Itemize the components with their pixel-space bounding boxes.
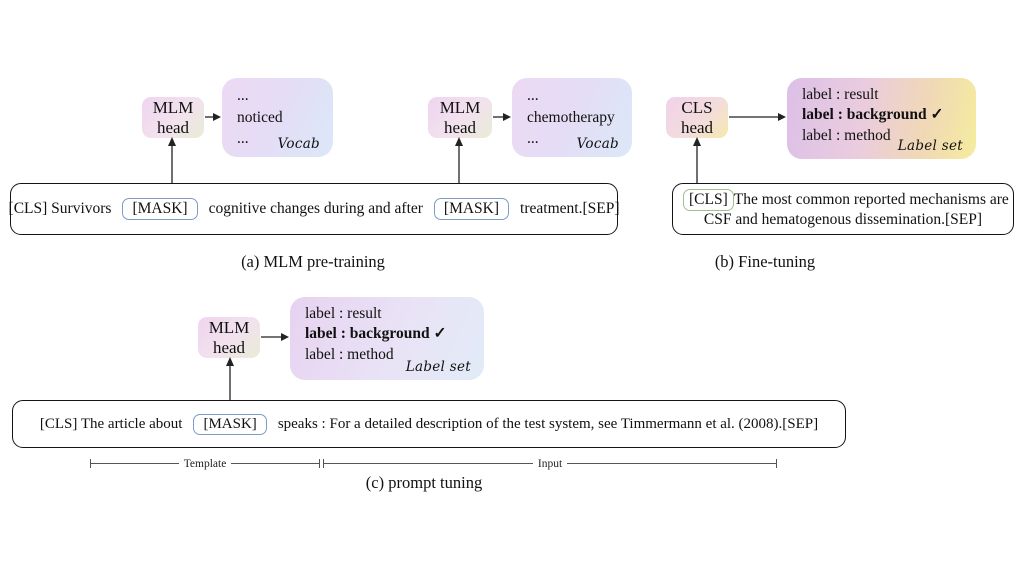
input-bracket: Input (323, 457, 777, 470)
sentence-b-content: [CLS] The most common reported mechanism… (673, 186, 1013, 232)
sentence-a-seg3: treatment.[SEP] (520, 200, 620, 217)
cls-head-line2: head (680, 117, 714, 137)
cls-head-box: CLS head (666, 97, 728, 138)
template-bracket-label: Template (178, 457, 232, 470)
caption-panel-a: (a) MLM pre-training (241, 252, 385, 271)
mlm-head-a1-line1: MLM (152, 98, 194, 118)
vocab1-ellipsis-top: ... (237, 87, 249, 104)
sentence-box-b: [CLS] The most common reported mechanism… (672, 183, 1014, 235)
vocab1-tag: Vocab (277, 136, 320, 153)
arrow-mask2-to-mlm-head-a2 (455, 137, 463, 183)
labelset-b-item2: label : background ✓ (802, 106, 944, 124)
labelset-c-item2: label : background ✓ (305, 325, 447, 343)
vocab2-word: chemotherapy (527, 108, 615, 126)
mlm-head-c-line2: head (212, 337, 246, 357)
label-set-box-b: label : result label : background ✓ labe… (787, 78, 976, 159)
labelset-b-item3: label : method (802, 126, 891, 144)
arrow-mlm-head-a2-to-vocab2 (493, 113, 511, 121)
mlm-head-box-a1: MLM head (142, 97, 204, 138)
caption-panel-c: (c) prompt tuning (365, 473, 483, 492)
sentence-box-a: [CLS] Survivors [MASK] cognitive changes… (8, 183, 620, 235)
mlm-head-a1-line2: head (156, 117, 190, 137)
mlm-head-a2-line2: head (443, 117, 477, 137)
labelset-b-item1: label : result (802, 86, 879, 103)
label-set-box-c: label : result label : background ✓ labe… (290, 297, 484, 380)
vocab2-ellipsis-bottom: ... (527, 130, 539, 148)
vocab-box-1: ... noticed ... Vocab (222, 78, 333, 157)
labelset-c-tag: Label set (405, 359, 471, 376)
cls-head-line1: CLS (681, 98, 713, 118)
labelset-c-item3: label : method (305, 345, 394, 363)
mask-token-c: [MASK] (193, 413, 267, 435)
mlm-head-box-a2: MLM head (428, 97, 492, 138)
labelset-c-item1: label : result (305, 305, 382, 322)
cls-token-b: [CLS] (683, 189, 734, 211)
labelset-b-tag: Label set (897, 138, 963, 155)
arrow-cls-head-to-labelset-b (729, 113, 786, 121)
mlm-head-box-c: MLM head (198, 317, 260, 358)
sentence-a-seg1: [CLS] Survivors (8, 200, 112, 217)
mlm-head-c-line1: MLM (208, 318, 250, 338)
sentence-box-c: [CLS] The article about [MASK] speaks : … (12, 400, 846, 448)
mask-token-a2: [MASK] (433, 198, 510, 220)
arrow-mask1-to-mlm-head-a1 (168, 137, 176, 183)
sentence-c-seg1: [CLS] The article about (39, 415, 183, 432)
caption-panel-b: (b) Fine-tuning (714, 252, 816, 271)
arrow-mlm-head-a1-to-vocab1 (205, 113, 221, 121)
arrow-cls-token-to-cls-head (693, 137, 701, 183)
vocab1-word: noticed (237, 108, 283, 126)
vocab2-ellipsis-top: ... (527, 87, 539, 104)
mask-token-a1: [MASK] (122, 198, 198, 220)
template-bracket: Template (90, 457, 320, 470)
sentence-b-line2: CSF and hematogenous dissemination.[SEP] (703, 211, 983, 228)
arrow-mlm-head-c-to-labelset-c (261, 333, 289, 341)
input-bracket-label: Input (532, 457, 568, 470)
sentence-b-line1: The most common reported mechanisms are (733, 191, 1009, 208)
sentence-c-seg2: speaks : For a detailed description of t… (277, 415, 819, 432)
vocab-box-2: ... chemotherapy ... Vocab (512, 78, 632, 157)
vocab2-tag: Vocab (576, 136, 619, 153)
vocab1-ellipsis-bottom: ... (237, 130, 249, 148)
arrow-mask-to-mlm-head-c (226, 357, 234, 400)
sentence-a-seg2: cognitive changes during and after (208, 200, 423, 217)
mlm-head-a2-line1: MLM (439, 98, 481, 118)
